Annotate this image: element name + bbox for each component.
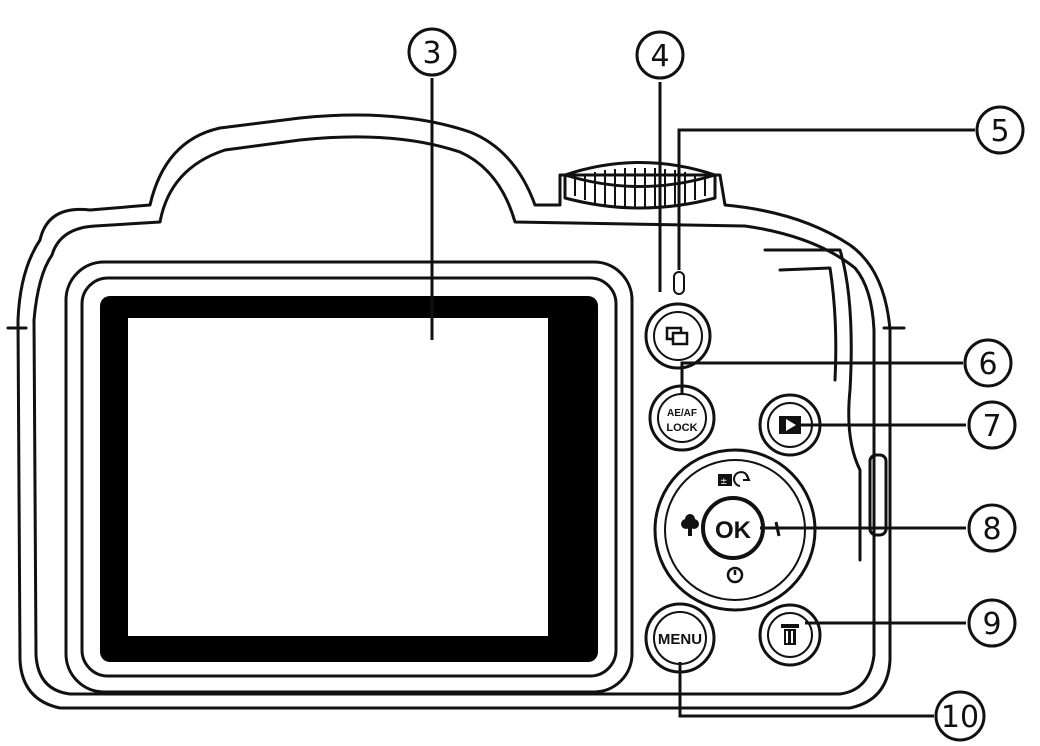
- grip-inner: [778, 266, 838, 382]
- macro-flower-icon: [681, 514, 699, 536]
- callout-10-circle: [934, 690, 986, 742]
- indicator-lamp: [673, 271, 685, 295]
- lock-label: LOCK: [666, 422, 697, 434]
- callout-7: 7: [982, 409, 1001, 444]
- callout-3-circle: [407, 27, 457, 77]
- navigation-pad-inner: [664, 459, 806, 601]
- lcd-display-area: [128, 318, 548, 636]
- burst-button[interactable]: [644, 302, 712, 370]
- leader-line-10: [678, 662, 934, 718]
- camera-body-outline: [16, 113, 892, 710]
- grip-outline: [763, 248, 862, 562]
- menu-label: MENU: [658, 631, 702, 648]
- callout-7-circle: [967, 400, 1017, 450]
- burst-button-inner: [653, 311, 703, 361]
- ae-af-label: AE/AF: [667, 408, 697, 419]
- mode-dial: [563, 161, 717, 210]
- trash-icon: [781, 624, 799, 645]
- callout-10: 10: [941, 700, 979, 735]
- callout-6-circle: [963, 338, 1013, 388]
- callout-8-circle: [967, 503, 1017, 553]
- delete-button[interactable]: [758, 603, 822, 667]
- exposure-compensation-icon: ±: [718, 474, 732, 487]
- navigation-pad[interactable]: [653, 448, 817, 612]
- callout-5: 5: [990, 114, 1009, 149]
- callout-4: 4: [650, 39, 669, 74]
- callout-3: 3: [422, 36, 441, 71]
- self-timer-icon: [726, 566, 744, 584]
- playback-icon: [779, 416, 801, 434]
- callout-4-circle: [635, 30, 685, 80]
- screen-frame: [80, 276, 618, 678]
- screen-bezel: [64, 260, 634, 694]
- svg-text:±: ±: [720, 477, 728, 487]
- leader-line-6: [680, 361, 963, 395]
- callout-9-circle: [967, 598, 1017, 648]
- camera-body-inner: [32, 135, 876, 696]
- callout-6: 6: [978, 347, 997, 382]
- side-port-cover: [868, 453, 888, 537]
- ok-label: OK: [715, 517, 752, 544]
- burst-mode-icon: [665, 326, 689, 346]
- dial-knurling: [574, 168, 706, 207]
- flash-icon: [733, 471, 751, 487]
- delete-button-inner: [767, 612, 813, 658]
- callout-5-circle: [975, 105, 1025, 155]
- mode-dial-top: [563, 173, 717, 188]
- callout-8: 8: [982, 512, 1001, 547]
- callout-9: 9: [982, 607, 1001, 642]
- leader-line-5: [677, 128, 975, 270]
